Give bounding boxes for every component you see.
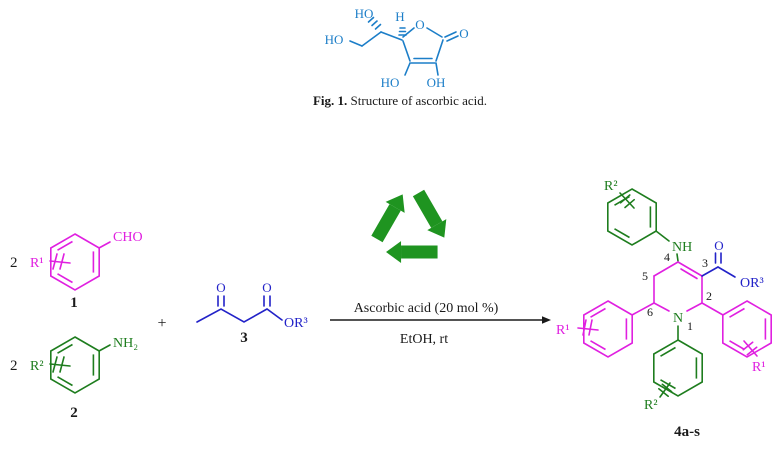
aniline-structure: 2 R² NH₂ 2 xyxy=(10,336,138,421)
product-nh-label: NH xyxy=(672,240,692,255)
reactant2-nh2-label: NH₂ xyxy=(113,336,138,351)
reactant1-coefficient: 2 xyxy=(10,255,18,271)
ketoester-structure: O O OR³ 3 xyxy=(196,280,308,346)
recycle-icon xyxy=(363,193,446,276)
product-r1-right-label: R¹ xyxy=(752,360,766,375)
benzene-ring xyxy=(606,188,658,246)
product-structure: R² NH N O OR³ 4 3 5 2 6 1 xyxy=(556,179,773,440)
reactant1-r1-label: R¹ xyxy=(30,256,44,271)
reactant2-number: 2 xyxy=(70,405,78,421)
ascorbic-ho-top-label: HO xyxy=(355,6,374,21)
position-6-label: 6 xyxy=(647,305,653,319)
product-r1-left-label: R¹ xyxy=(556,323,570,338)
figure-caption-text: Structure of ascorbic acid. xyxy=(347,93,487,108)
figure-caption: Fig. 1. Structure of ascorbic acid. xyxy=(260,93,540,109)
reaction-arrow: Ascorbic acid (20 mol %) EtOH, rt xyxy=(330,301,551,347)
benzene-ring xyxy=(652,339,704,397)
benzene-ring xyxy=(721,300,773,358)
product-number: 4a-s xyxy=(674,424,700,440)
ascorbic-h-label: H xyxy=(395,9,404,24)
position-3-label: 3 xyxy=(702,256,708,270)
arrow-head xyxy=(542,316,551,324)
position-2-label: 2 xyxy=(706,289,712,303)
product-or3-label: OR³ xyxy=(740,276,764,291)
plus-sign: + xyxy=(157,315,166,332)
reactant1-cho-label: CHO xyxy=(113,230,143,245)
ascorbic-ho-bottom-left-label: HO xyxy=(381,75,400,90)
ascorbic-carbonyl-o-label: O xyxy=(459,26,468,41)
product-ester-o-label: O xyxy=(714,238,723,253)
benzaldehyde-structure: 2 R¹ CHO 1 xyxy=(10,230,143,311)
reactant2-coefficient: 2 xyxy=(10,358,18,374)
ascorbic-acid-structure xyxy=(349,16,459,76)
product-r2-bottom-label: R² xyxy=(644,398,658,413)
position-1-label: 1 xyxy=(687,319,693,333)
conditions-catalyst-label: Ascorbic acid (20 mol %) xyxy=(354,301,499,316)
position-4-label: 4 xyxy=(664,250,670,264)
ketoester-or3-label: OR³ xyxy=(284,316,308,331)
position-5-label: 5 xyxy=(642,269,648,283)
figure-caption-number: Fig. 1. xyxy=(312,93,348,108)
reactant2-r2-label: R² xyxy=(30,359,44,374)
reactant3-number: 3 xyxy=(240,330,248,346)
ascorbic-oh-bottom-right-label: OH xyxy=(427,75,446,90)
ascorbic-ring-o-label: O xyxy=(415,17,424,32)
ketoester-ester-o-label: O xyxy=(262,280,271,295)
ketoester-keto-o-label: O xyxy=(216,280,225,295)
ascorbic-ho-left-label: HO xyxy=(325,32,344,47)
product-r2-top-label: R² xyxy=(604,179,618,194)
conditions-solvent-label: EtOH, rt xyxy=(400,332,448,347)
product-ring-n-label: N xyxy=(673,311,683,326)
reactant1-number: 1 xyxy=(70,295,78,311)
